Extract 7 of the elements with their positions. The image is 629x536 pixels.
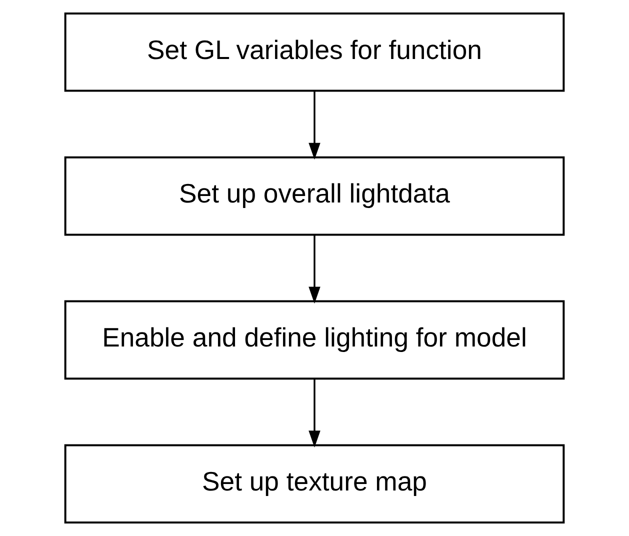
arrow [308,234,320,304]
arrow [308,378,320,448]
node-box: Set up overall lightdata [64,156,565,236]
arrow [308,90,320,160]
node-box: Enable and define lighting for model [64,300,565,380]
node-box: Set up texture map [64,444,565,524]
node-box: Set GL variables for function [64,12,565,92]
